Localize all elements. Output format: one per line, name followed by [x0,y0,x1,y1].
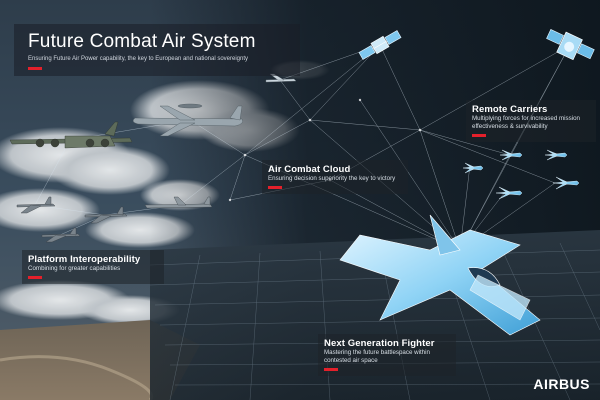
remote-carriers-desc-1: Multiplying forces for increased mission [472,115,580,122]
page-subtitle: Ensuring Future Air Power capability, th… [28,56,249,62]
male-drone [144,196,213,209]
accent-bar [28,276,42,279]
accent-bar [324,368,338,371]
label-platform-interoperability: Platform Interoperability Combining for … [22,250,164,284]
fighter-left-3 [41,227,81,243]
platform-interoperability-title: Platform Interoperability [28,254,141,265]
mid-drone [265,73,297,83]
next-gen-fighter-desc-2: contested air space [324,357,378,364]
page-title: Future Combat Air System [28,31,256,52]
label-next-gen-fighter: Next Generation Fighter Mastering the fu… [318,334,456,376]
accent-bar [268,186,282,189]
airbus-logo: AIRBUS [533,376,590,392]
transport-aircraft [9,121,133,149]
air-combat-cloud-title: Air Combat Cloud [268,164,351,175]
remote-carriers [462,149,580,200]
air-combat-cloud-desc: Ensuring decision superiority the key to… [268,175,396,182]
next-gen-fighter-desc-1: Mastering the future battlespace within [324,349,430,356]
platform-interoperability-desc: Combining for greater capabilities [28,265,121,272]
next-gen-fighter-title: Next Generation Fighter [324,338,435,349]
remote-carriers-title: Remote Carriers [472,104,548,115]
satellite-1 [358,30,402,60]
label-air-combat-cloud: Air Combat Cloud Ensuring decision super… [262,160,408,194]
accent-bar [472,134,486,137]
satellite-2 [546,29,595,61]
label-remote-carriers: Remote Carriers Multiplying forces for i… [466,100,596,142]
fighter-left-1 [16,196,56,214]
accent-bar [28,67,42,70]
remote-carriers-desc-2: effectiveness & survivability [472,123,548,130]
title-panel: Future Combat Air System Ensuring Future… [14,24,300,76]
tanker-aircraft [132,103,243,137]
fighter-left-2 [84,206,128,224]
next-gen-fighter [339,214,541,336]
